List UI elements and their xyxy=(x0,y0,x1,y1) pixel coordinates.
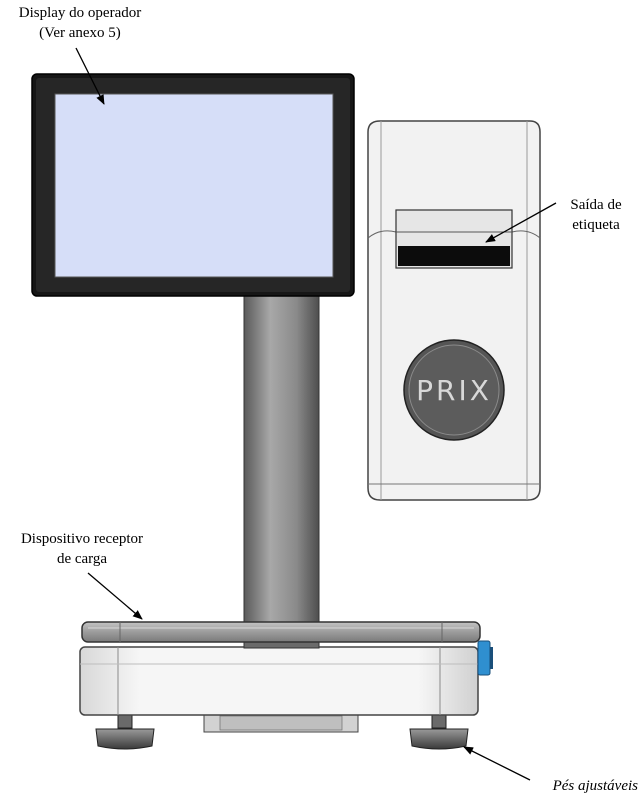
prix-logo-text: PRIX xyxy=(416,374,492,407)
printer-body xyxy=(367,120,541,501)
scale-base xyxy=(79,640,493,733)
label-exit-slot xyxy=(398,246,510,266)
load-receptor-label-line2: de carga xyxy=(56,551,108,567)
display-label-line2: (Ver anexo 5) xyxy=(39,25,121,41)
label-exit-label-line2: etiqueta xyxy=(572,217,620,233)
load-receptor-arrow xyxy=(87,572,143,620)
display-screen xyxy=(54,93,334,278)
support-pole xyxy=(243,295,320,649)
adjustable-feet-label: Pés ajustáveis xyxy=(552,778,638,794)
display-label: Display do operador (Ver anexo 5) xyxy=(0,3,160,43)
label-printer: PRIX xyxy=(367,120,541,501)
label-exit-label-line1: Saída de xyxy=(570,197,622,213)
label-exit-arrow xyxy=(485,202,557,243)
display-arrow xyxy=(75,47,105,105)
load-receptor-label: Dispositivo receptor de carga xyxy=(2,529,162,569)
operator-display xyxy=(31,73,355,297)
display-label-line1: Display do operador xyxy=(18,5,142,21)
usb-port xyxy=(477,640,491,676)
feet-arrow xyxy=(463,746,531,781)
load-receptor-label-line1: Dispositivo receptor xyxy=(20,531,144,547)
label-exit-label: Saída de etiqueta xyxy=(556,195,636,235)
adjustable-feet xyxy=(95,711,469,750)
load-receptor-tray xyxy=(81,621,481,649)
